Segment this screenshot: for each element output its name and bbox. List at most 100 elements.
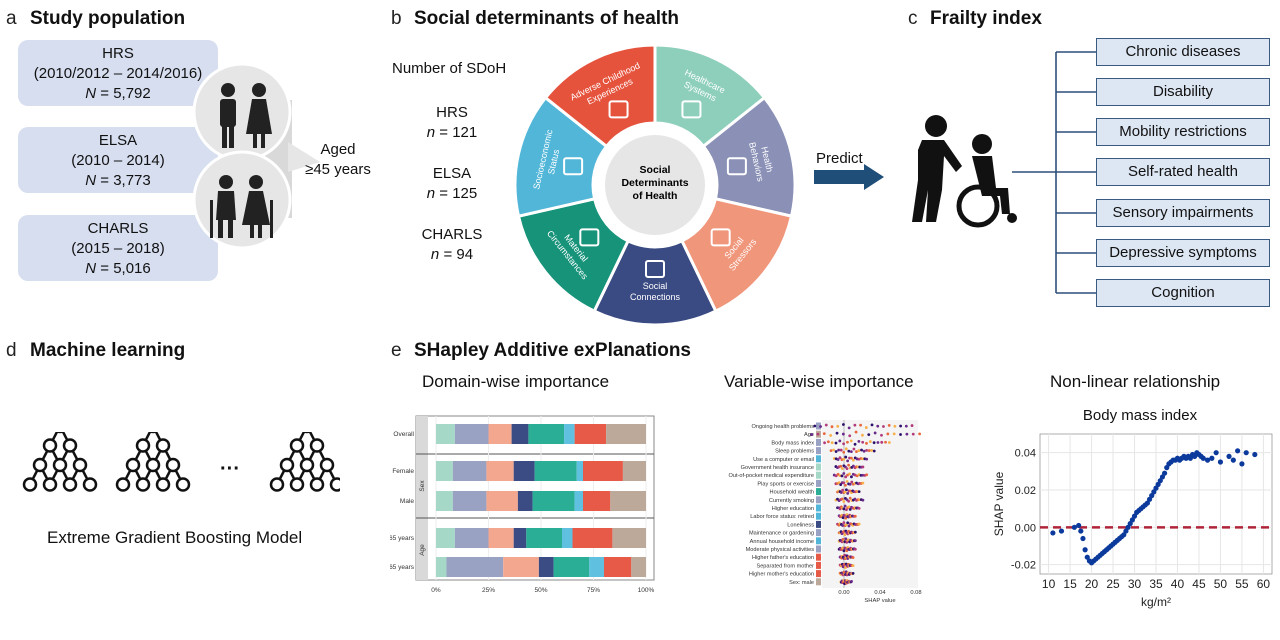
panel-c-title: Frailty index [930,8,1042,29]
shap-point [839,483,843,486]
shap-point [819,425,822,428]
wheel-center-text: Social [640,164,671,176]
domain-icon [608,100,629,119]
scatter-point [1071,524,1077,530]
sdoh-wheel: HealthcareSystemsHealthBehaviorsSocialSt… [513,43,797,327]
caregiver-wheelchair-icon [912,115,1017,228]
domain-bar-segment [631,557,646,577]
frailty-connector [1012,51,1098,294]
variable-label: Annual household income [750,539,814,545]
shap-point [842,507,846,511]
shap-point [847,524,851,528]
shap-point [850,456,853,460]
x-tick-label: 25 [1106,577,1120,591]
y-axis-label: SHAP value [992,471,1006,536]
tree-node [279,457,295,473]
domain-bar-segment [606,424,646,444]
n-symbol: n [430,246,440,263]
variable-domain-swatch [816,447,821,455]
wheel-label-line1: Social [643,281,668,291]
shap-point [841,524,845,527]
sdoh-count-hrs: HRS n = 121 [412,103,492,143]
cohort-name: CHARLS [421,226,483,243]
shap-point [844,483,847,487]
x-tick-label: 0.04 [874,590,886,596]
scatter-point [1082,547,1088,553]
cohort-years: (2010 – 2014) [71,152,165,169]
shap-point [834,450,838,453]
shap-point [910,424,914,427]
sdoh-count: n = 121 [412,123,492,143]
domain-bar-segment [436,557,447,577]
domain-bar-segment [454,424,489,444]
domain-bar-segment [622,461,646,481]
x-tick-label: 0.00 [838,590,849,596]
domain-bar-segment [436,491,453,511]
shap-point [857,490,861,493]
domain-bar-segment [436,424,455,444]
shap-point [844,537,848,541]
shap-point [853,539,857,543]
tree-node [145,457,161,473]
variable-domain-swatch [816,479,821,487]
scatter-point [1076,522,1082,529]
variable-label: Loneliness [787,522,814,528]
shap-point [862,449,866,453]
scatter-point [1078,528,1084,534]
tree-node [135,477,151,492]
shap-point [835,431,839,435]
row-label: ≥65 years [390,564,415,571]
shap-point [892,432,896,436]
tree-node [289,477,305,492]
shap-point [843,533,847,536]
panel-e-title: SHapley Additive exPlanations [414,340,691,361]
shap-point [844,455,848,459]
shap-point [834,441,838,445]
variable-label: Higher mother's education [749,572,814,578]
tree-node [82,477,98,492]
cohort-size: N = 3,773 [18,171,218,191]
variable-domain-swatch [816,504,821,512]
domain-importance-title: Domain-wise importance [422,372,610,391]
domain-bar-segment [538,557,554,577]
tree-node [329,477,340,492]
shap-point [865,441,868,445]
shap-point [876,441,880,444]
domain-bar-segment [517,491,533,511]
variable-label: Moderate physical activities [746,547,815,553]
shap-point [816,432,820,436]
scatter-point [1230,457,1236,463]
x-tick-label: 45 [1192,577,1206,591]
shap-point [844,516,848,520]
domain-bar-segment [526,528,562,548]
cohort-name: CHARLS [87,220,149,237]
shap-point [859,423,862,427]
cohort-years: (2010/2012 – 2014/2016) [33,65,203,82]
shap-point [829,434,833,437]
n-symbol: N [85,85,97,102]
shap-point [845,513,849,516]
age-criterion: Aged ≥45 years [298,140,378,180]
shap-point [867,433,871,437]
tree-node [165,457,181,473]
x-tick-label: 0.08 [910,590,921,596]
shap-point [887,441,891,444]
domain-icon [579,228,600,247]
variable-label: Separated from mother [756,563,814,569]
variable-domain-swatch [816,553,821,561]
variable-domain-swatch [816,545,821,553]
shap-point [842,472,846,475]
tree-node [125,457,141,473]
scatter-point [1204,457,1211,463]
wheel-center-text: Determinants [621,177,688,189]
shap-point [838,456,842,459]
frailty-item-disability: Disability [1096,78,1270,106]
shap-point [857,439,861,443]
sdoh-count-charls: CHARLS n = 94 [412,225,492,265]
sdoh-count: n = 94 [412,245,492,265]
domain-bar-segment [436,461,453,481]
shap-point [861,465,865,469]
shap-point [838,439,842,443]
domain-bar-segment [503,557,539,577]
variable-domain-swatch [816,520,821,528]
